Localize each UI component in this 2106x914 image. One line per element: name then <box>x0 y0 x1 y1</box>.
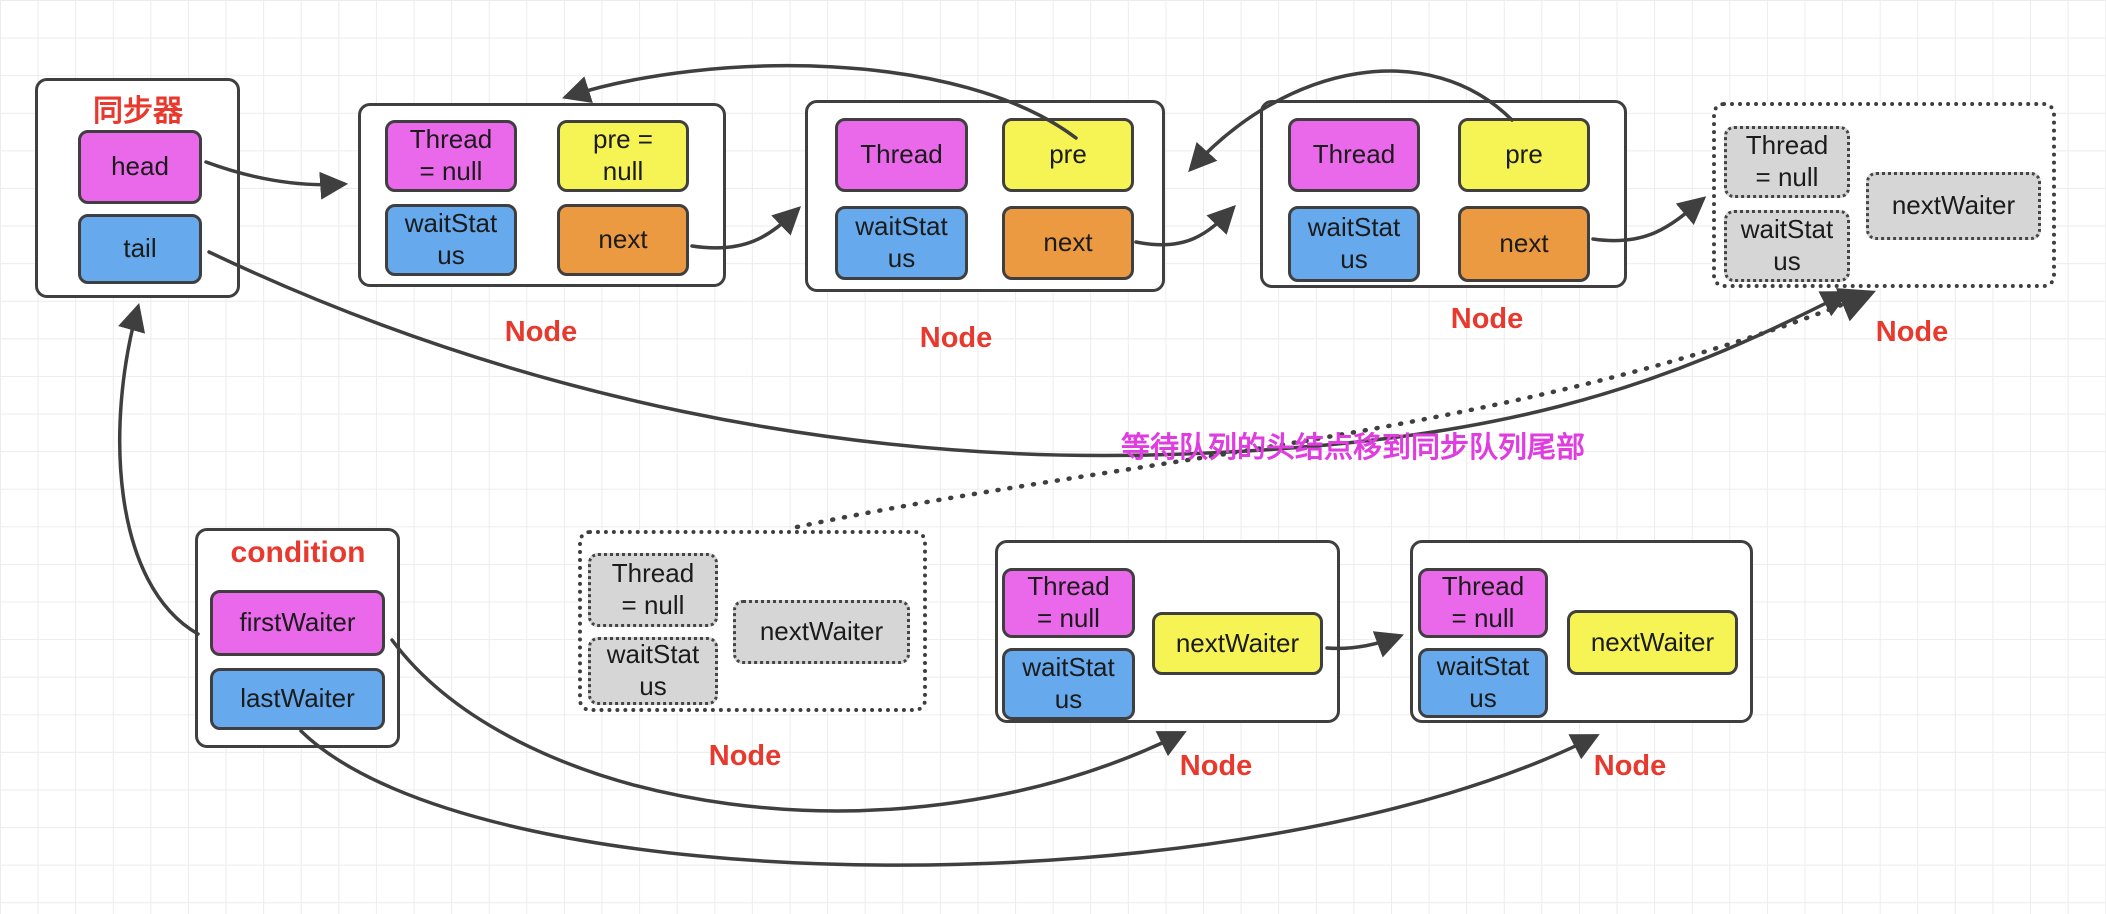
node-label: Node <box>1593 750 1667 782</box>
arrow-condition-to-sync <box>117 302 200 636</box>
thread-field: Thread <box>835 118 968 192</box>
wait-status-field: waitStatus <box>588 637 718 705</box>
last-waiter-field: lastWaiter <box>210 668 385 730</box>
thread-field: Thread = null <box>1418 568 1548 638</box>
pre-field: pre <box>1002 118 1134 192</box>
thread-field: Thread = null <box>385 120 517 192</box>
next-field: next <box>1002 206 1134 280</box>
next-waiter-field: nextWaiter <box>733 600 910 664</box>
next-waiter-field: nextWaiter <box>1152 612 1323 675</box>
pre-field: pre = null <box>557 120 689 192</box>
node-label: Node <box>1450 303 1524 335</box>
next-field: next <box>1458 206 1590 282</box>
wait-status-field: waitStatus <box>1288 206 1420 282</box>
next-waiter-field: nextWaiter <box>1866 172 2041 240</box>
condition-title: condition <box>230 536 366 569</box>
arrow-lastwaiter-to-waitnode2 <box>299 729 1600 867</box>
thread-field: Thread <box>1288 118 1420 192</box>
thread-field: Thread = null <box>1724 126 1850 198</box>
wait-status-field: waitStatus <box>385 204 517 276</box>
node-label: Node <box>1875 316 1949 348</box>
tail-field: tail <box>78 214 202 284</box>
next-field: next <box>557 204 689 276</box>
node-label: Node <box>708 740 782 772</box>
node-label: Node <box>504 316 578 348</box>
pre-field: pre <box>1458 118 1590 192</box>
wait-status-field: waitStatus <box>1418 648 1548 718</box>
head-field: head <box>78 130 202 204</box>
annotation-text: 等待队列的头结点移到同步队列尾部 <box>1121 432 1586 464</box>
next-waiter-field: nextWaiter <box>1567 610 1738 675</box>
wait-status-field: waitStatus <box>835 206 968 280</box>
synchronizer-title: 同步器 <box>93 95 183 128</box>
thread-field: Thread = null <box>588 553 718 627</box>
first-waiter-field: firstWaiter <box>210 590 385 656</box>
node-label: Node <box>919 322 993 354</box>
node-label: Node <box>1179 750 1253 782</box>
wait-status-field: waitStatus <box>1724 210 1850 282</box>
wait-status-field: waitStatus <box>1002 648 1135 720</box>
thread-field: Thread = null <box>1002 568 1135 638</box>
